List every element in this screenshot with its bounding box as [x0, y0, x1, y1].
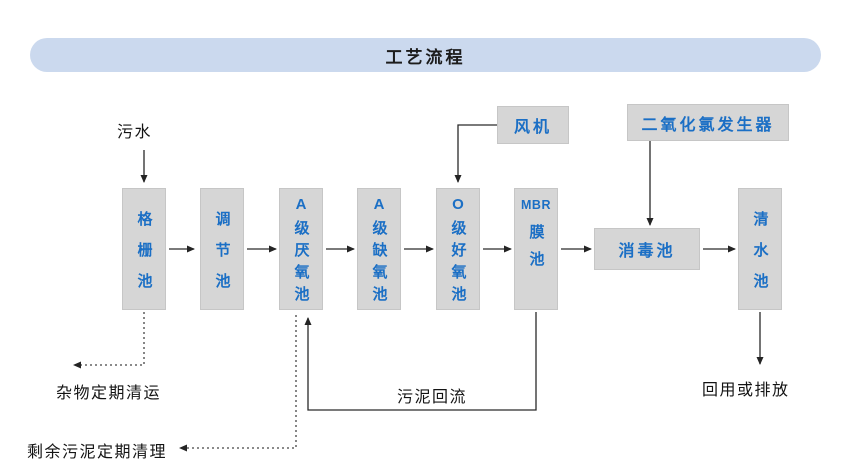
- arrow-sludge-return: [304, 312, 537, 411]
- box-o-aerobic-pool-label: O级好氧池: [449, 196, 467, 308]
- box-grid-pool-label: 格栅池: [135, 210, 153, 304]
- box-grid-pool: 格栅池: [122, 188, 166, 310]
- arrow-debris-removal: [73, 312, 145, 369]
- box-disinfection-pool-label: 消毒池: [618, 243, 676, 260]
- box-fan: 风机: [497, 106, 569, 144]
- box-chlorine-dioxide-generator: 二氧化氯发生器: [627, 104, 789, 141]
- box-mbr-pool-label: 膜池: [527, 224, 545, 278]
- label-sludge-return: 污泥回流: [397, 389, 468, 406]
- arrow-fan-to-aerobic: [454, 124, 497, 183]
- diagram-title-bar: 工艺流程: [30, 38, 821, 72]
- box-clear-water-pool-label: 清水池: [751, 210, 769, 304]
- box-a-anaerobic-pool-label: A级厌氧池: [292, 196, 310, 308]
- arrow-excess-sludge: [179, 315, 297, 452]
- box-disinfection-pool: 消毒池: [594, 228, 700, 270]
- box-regulating-pool-label: 调节池: [213, 210, 231, 304]
- box-a-anoxic-pool: A级缺氧池: [357, 188, 401, 310]
- label-debris-removal: 杂物定期清运: [56, 385, 162, 402]
- box-mbr-abbr-label: MBR: [521, 198, 551, 212]
- label-excess-sludge-cleaning: 剩余污泥定期清理: [27, 444, 168, 461]
- box-chlorine-dioxide-generator-label: 二氧化氯发生器: [641, 116, 775, 134]
- box-fan-label: 风机: [513, 119, 552, 136]
- label-effluent: 回用或排放: [702, 382, 790, 399]
- box-a-anoxic-pool-label: A级缺氧池: [370, 196, 388, 308]
- box-a-anaerobic-pool: A级厌氧池: [279, 188, 323, 310]
- diagram-title: 工艺流程: [385, 47, 466, 67]
- box-o-aerobic-pool: O级好氧池: [436, 188, 480, 310]
- label-influent: 污水: [117, 124, 153, 141]
- box-clear-water-pool: 清水池: [738, 188, 782, 310]
- box-regulating-pool: 调节池: [200, 188, 244, 310]
- box-mbr-pool: MBR 膜池: [514, 188, 558, 310]
